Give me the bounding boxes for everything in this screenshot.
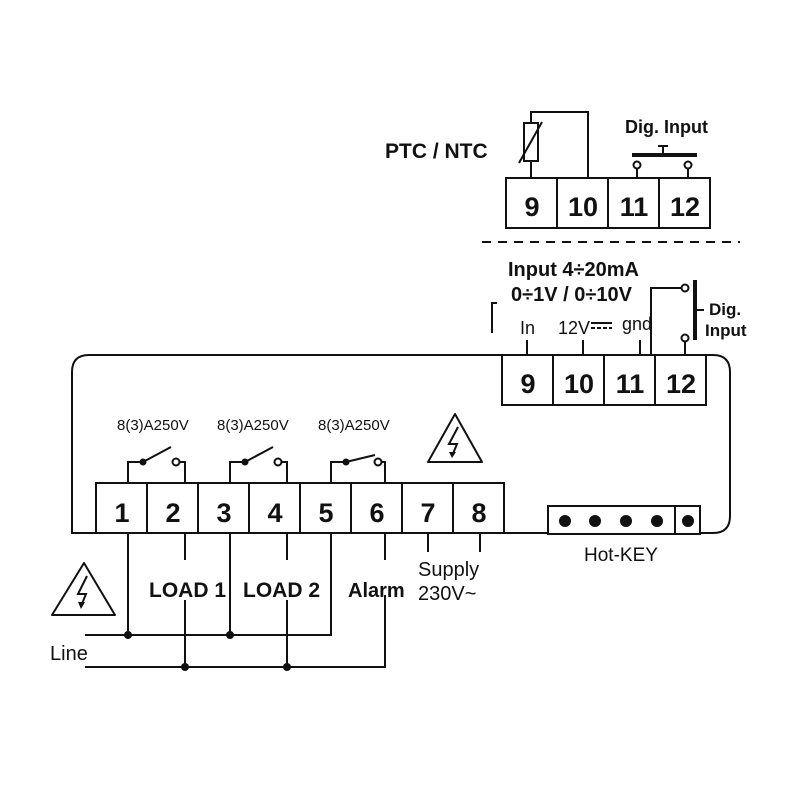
input-title-line2: 0÷1V / 0÷10V bbox=[511, 284, 633, 306]
top-terminal-10: 10 bbox=[568, 192, 598, 222]
supply-label-line2: 230V~ bbox=[418, 583, 476, 605]
bracket-line bbox=[491, 302, 497, 333]
alarm-label: Alarm bbox=[348, 580, 405, 602]
line-label: Line bbox=[50, 643, 88, 665]
relay3-contact-icon bbox=[330, 454, 386, 483]
input-title-line1: Input 4÷20mA bbox=[508, 259, 639, 281]
relay3-rating: 8(3)A250V bbox=[318, 417, 390, 434]
top-terminal-9: 9 bbox=[524, 192, 539, 222]
top-terminal-block: 9 10 11 12 bbox=[505, 177, 711, 229]
hotkey-label: Hot-KEY bbox=[584, 545, 658, 566]
dig-input-label-line1: Dig. bbox=[709, 300, 741, 319]
terminal-11: 11 bbox=[616, 369, 645, 399]
controller-housing bbox=[71, 354, 731, 534]
sensor-label: PTC / NTC bbox=[385, 140, 488, 163]
main-terminal-block: 1 2 3 4 5 6 7 8 bbox=[95, 482, 505, 534]
terminal-10: 10 bbox=[564, 369, 594, 399]
external-wiring bbox=[85, 533, 481, 671]
top-terminal-11: 11 bbox=[620, 192, 649, 222]
dig-input-label-top: Dig. Input bbox=[625, 117, 708, 137]
relay1-contact-icon bbox=[127, 446, 186, 483]
thermistor-icon bbox=[518, 111, 589, 178]
terminal-5: 5 bbox=[318, 498, 333, 528]
dig-input-switch-icon bbox=[650, 280, 704, 355]
terminal-12: 12 bbox=[666, 369, 696, 399]
pin-gnd-label: gnd bbox=[622, 314, 652, 334]
high-voltage-warning-icon-external bbox=[51, 562, 116, 616]
terminal-2: 2 bbox=[165, 498, 180, 528]
terminal-6: 6 bbox=[369, 498, 384, 528]
pin-12v-label: 12V bbox=[558, 318, 590, 338]
high-voltage-warning-icon bbox=[427, 413, 483, 463]
dc-symbol-icon bbox=[591, 322, 612, 329]
hotkey-connector bbox=[547, 505, 701, 535]
relay2-contact-icon bbox=[229, 446, 288, 483]
load1-label: LOAD 1 bbox=[149, 579, 226, 602]
terminal-7: 7 bbox=[420, 498, 435, 528]
top-terminal-12: 12 bbox=[670, 192, 700, 222]
terminal-8: 8 bbox=[471, 498, 486, 528]
pushbutton-icon bbox=[632, 145, 697, 178]
load2-label: LOAD 2 bbox=[243, 579, 320, 602]
dig-input-label-line2: Input bbox=[705, 321, 747, 340]
lower-terminal-block: 9 10 11 12 bbox=[501, 354, 707, 406]
terminal-1: 1 bbox=[114, 498, 129, 528]
relay2-rating: 8(3)A250V bbox=[217, 417, 289, 434]
terminal-3: 3 bbox=[216, 498, 231, 528]
supply-label-line1: Supply bbox=[418, 559, 479, 581]
terminal-4: 4 bbox=[267, 498, 282, 528]
pin-in-label: In bbox=[520, 318, 535, 338]
terminal-9: 9 bbox=[520, 369, 535, 399]
relay1-rating: 8(3)A250V bbox=[117, 417, 189, 434]
